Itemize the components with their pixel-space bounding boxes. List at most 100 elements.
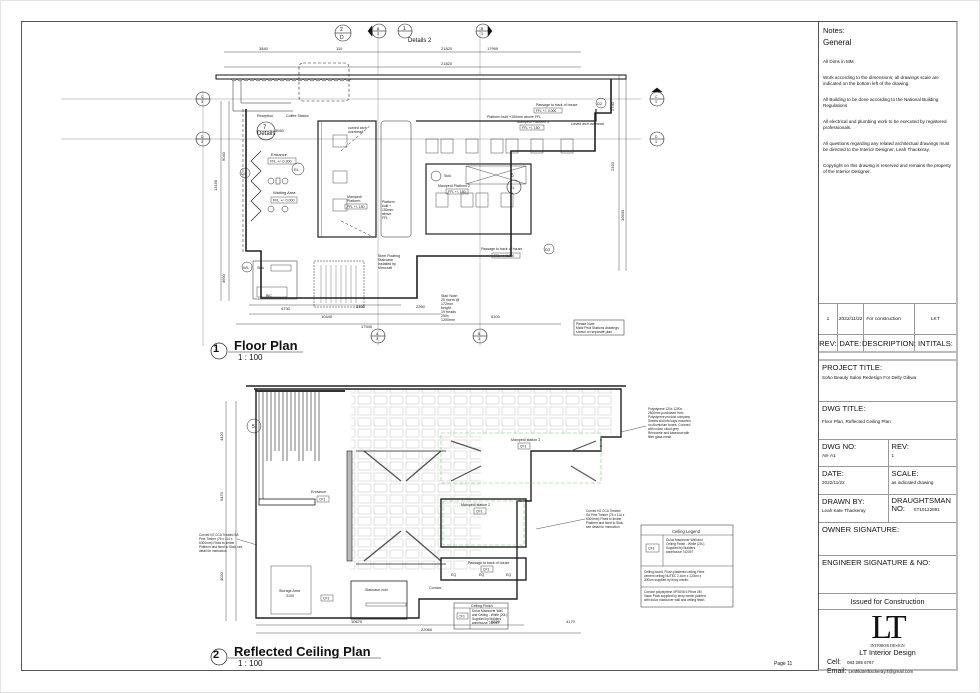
- svg-text:Platform: Platform: [382, 200, 395, 204]
- svg-text:Waiting Area: Waiting Area: [273, 190, 296, 195]
- svg-text:Stair Note:: Stair Note:: [441, 294, 458, 298]
- svg-text:with dulux maxicover wall and: with dulux maxicover wall and ceiling fi…: [644, 598, 705, 602]
- svg-text:Manipedi station 3: Manipedi station 3: [511, 438, 540, 442]
- issued-for-construction: Issued for Construction: [819, 594, 956, 610]
- svg-text:Entrance: Entrance: [311, 490, 326, 494]
- ceiling-plan-title-text: Reflected Ceiling Plan: [234, 644, 371, 659]
- svg-text:Sink: Sink: [444, 174, 451, 178]
- svg-text:FFL +/- 150: FFL +/- 150: [347, 205, 365, 209]
- svg-text:20 risers @: 20 risers @: [441, 298, 460, 302]
- svg-text:2740: 2740: [610, 101, 615, 111]
- owner-signature-section: OWNER SIGNATURE:: [819, 523, 956, 556]
- svg-text:Details 2: Details 2: [408, 38, 432, 44]
- note-item: Work according to the dimensions; all dr…: [823, 75, 939, 86]
- date-label: DATE:: [822, 469, 844, 478]
- svg-text:FFL +/- 0.000: FFL +/- 0.000: [536, 109, 556, 113]
- svg-text:detail for instruction: detail for instruction: [199, 549, 227, 553]
- svg-text:17990: 17990: [487, 46, 499, 51]
- drawn-by-row: DRAWN BY: Leah Kate Thackeray DRAUGHTSMA…: [819, 495, 956, 523]
- svg-text:2320: 2320: [610, 161, 615, 171]
- svg-text:with colour cloud grey: with colour cloud grey: [648, 427, 679, 431]
- svg-text:CF1: CF1: [319, 498, 326, 502]
- svg-text:Value Pack supplied by leroy m: Value Pack supplied by leroy merlin pain…: [644, 594, 706, 598]
- date-value: 2022/11/22: [822, 480, 845, 485]
- note-item: All questions regarding any related arch…: [823, 141, 950, 152]
- note-item: All electrical and plumbing work to be e…: [823, 119, 947, 130]
- svg-text:2500mm purchased from: 2500mm purchased from: [648, 411, 684, 415]
- revision-description: For construction: [864, 304, 915, 334]
- svg-text:EL: EL: [510, 185, 516, 190]
- svg-text:installed by: installed by: [378, 262, 396, 266]
- svg-text:D2: D2: [597, 101, 603, 106]
- revision-number: 1: [819, 304, 838, 334]
- svg-text:Entrance: Entrance: [271, 152, 288, 157]
- owner-signature-label: OWNER SIGNATURE:: [822, 525, 900, 534]
- svg-text:Reception: Reception: [257, 114, 273, 118]
- svg-text:Viencraft: Viencraft: [378, 266, 392, 270]
- svg-text:A: A: [377, 27, 380, 31]
- svg-text:FFL +/- 150: FFL +/- 150: [448, 190, 466, 194]
- revision-header: REV: DATE: DESCRIPTION: INTITALS:: [819, 335, 956, 353]
- svg-text:FFL +/- 0.000: FFL +/- 0.000: [273, 199, 295, 203]
- draughtsman-label: DRAUGHTSMAN NO:: [891, 496, 952, 513]
- svg-text:Please Note: Please Note: [576, 322, 595, 326]
- note-item: All Building to be done according to the…: [823, 97, 939, 108]
- svg-text:4730: 4730: [281, 306, 291, 311]
- svg-text:9470: 9470: [219, 491, 224, 501]
- svg-text:10670: 10670: [351, 619, 363, 624]
- svg-text:6300mm) Fixed to timber: 6300mm) Fixed to timber: [199, 541, 235, 545]
- svg-text:22060: 22060: [421, 627, 433, 632]
- svg-text:Staircase: Staircase: [378, 258, 393, 262]
- svg-text:D: D: [201, 135, 204, 139]
- email-label: Email:: [827, 668, 847, 675]
- logo-subtitle: INTERIOR DESIGN: [870, 643, 905, 648]
- floor-plan-number: 1: [213, 343, 220, 355]
- dwg-title-value: Floor Plan, Reflected Ceiling Plan: [822, 419, 891, 424]
- svg-text:Manipedi Platform 3: Manipedi Platform 3: [517, 120, 549, 124]
- svg-text:curved arch overhead: curved arch overhead: [571, 122, 604, 126]
- svg-text:EL: EL: [294, 167, 300, 172]
- svg-text:Ceiling Finish - White (20L): Ceiling Finish - White (20L): [666, 542, 704, 546]
- svg-text:Steel Floating: Steel Floating: [378, 254, 400, 258]
- revision-initials: LKT: [930, 316, 940, 322]
- engineer-signature-section: ENGINEER SIGNATURE & NO:: [819, 556, 956, 594]
- svg-text:Details: Details: [257, 131, 275, 137]
- svg-text:Supplied by Builders: Supplied by Builders: [666, 546, 695, 550]
- svg-text:3: 3: [655, 100, 657, 104]
- svg-text:FFL: FFL: [382, 216, 388, 220]
- svg-text:above: above: [382, 212, 391, 216]
- svg-text:and Ceiling - White (20L): and Ceiling - White (20L): [472, 613, 507, 617]
- svg-text:17940: 17940: [361, 324, 373, 329]
- svg-text:2: 2: [340, 27, 343, 33]
- svg-text:D: D: [655, 135, 658, 139]
- svg-text:fiber glass mesh.: fiber glass mesh.: [648, 435, 672, 439]
- svg-text:3690: 3690: [221, 273, 226, 283]
- svg-text:C: C: [201, 95, 204, 99]
- svg-text:CF1: CF1: [459, 615, 466, 619]
- svg-text:9040: 9040: [221, 151, 226, 161]
- draughtsman-value: ST10122891: [913, 507, 940, 512]
- svg-text:1: 1: [403, 26, 406, 32]
- svg-text:W1: W1: [243, 265, 250, 270]
- svg-text:Manipedi station 2: Manipedi station 2: [461, 503, 490, 507]
- svg-text:6220: 6220: [491, 619, 501, 624]
- svg-text:3: 3: [478, 337, 480, 341]
- ceiling-plan-title: [210, 648, 381, 666]
- svg-text:Staircase void: Staircase void: [365, 588, 388, 592]
- rev-label: REV:: [891, 442, 909, 451]
- scale-value: as indicated drawing: [891, 480, 934, 485]
- svg-text:172mm: 172mm: [441, 302, 453, 306]
- svg-text:10630: 10630: [620, 209, 625, 221]
- svg-text:2260: 2260: [416, 304, 426, 309]
- svg-text:shown on separate plan: shown on separate plan: [576, 330, 612, 334]
- email-contact: Email:Leahkatethackeray.lt@gmail.com: [819, 668, 956, 677]
- svg-text:150mm: 150mm: [382, 208, 393, 212]
- svg-text:D: D: [340, 35, 344, 41]
- svg-text:Passage to back of house: Passage to back of house: [481, 247, 522, 251]
- svg-text:B: B: [481, 27, 484, 31]
- svg-text:height: height: [441, 306, 451, 310]
- svg-text:A: A: [376, 332, 379, 336]
- svg-text:3: 3: [201, 100, 203, 104]
- svg-text:Cornice polystyrene XPS006 6 P: Cornice polystyrene XPS006 6 Piece 2M: [644, 590, 702, 594]
